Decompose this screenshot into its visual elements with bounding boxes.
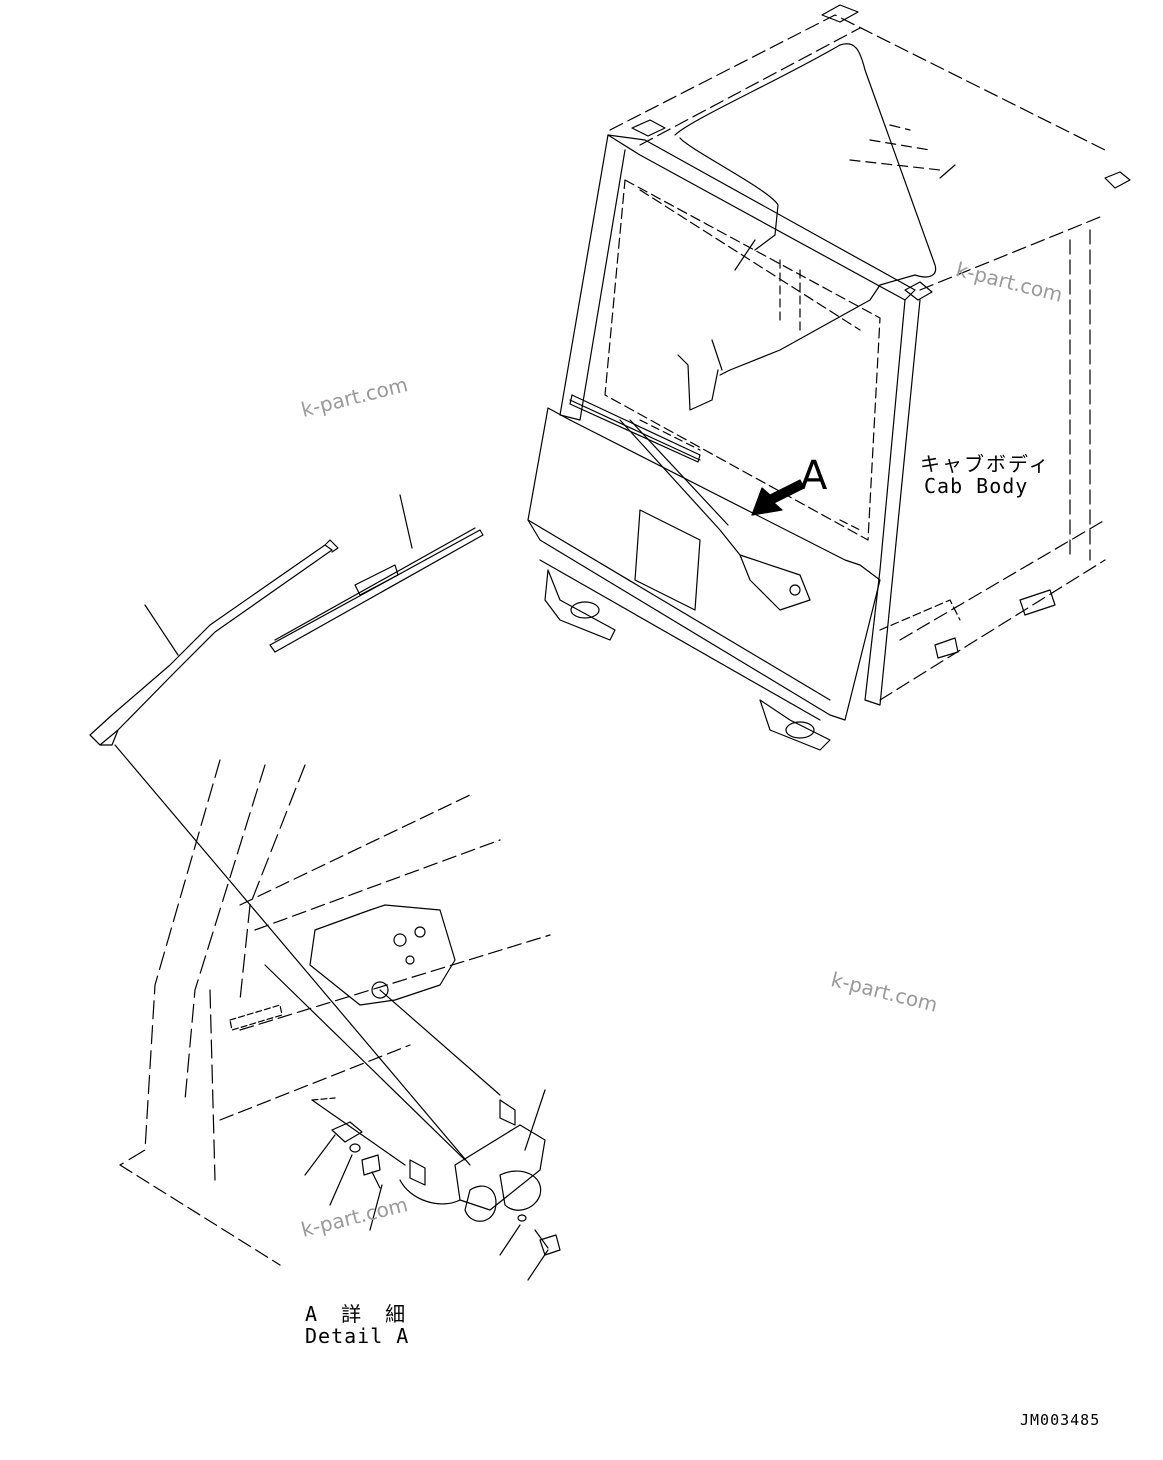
wiper-arm-and-blade [89,494,484,746]
detail-a-label-en: Detail A [305,1324,410,1348]
detail-a-label-jp: A 詳 細 [305,1302,412,1326]
drawing-code: JM003485 [1020,1411,1101,1429]
cab-body-label-en: Cab Body [924,474,1029,498]
cab-body [527,4,1131,751]
cab-body-label-jp: キャブボディ [920,452,1051,476]
detail-callout-letter: A [800,453,828,499]
detail-a-view [114,744,561,1281]
